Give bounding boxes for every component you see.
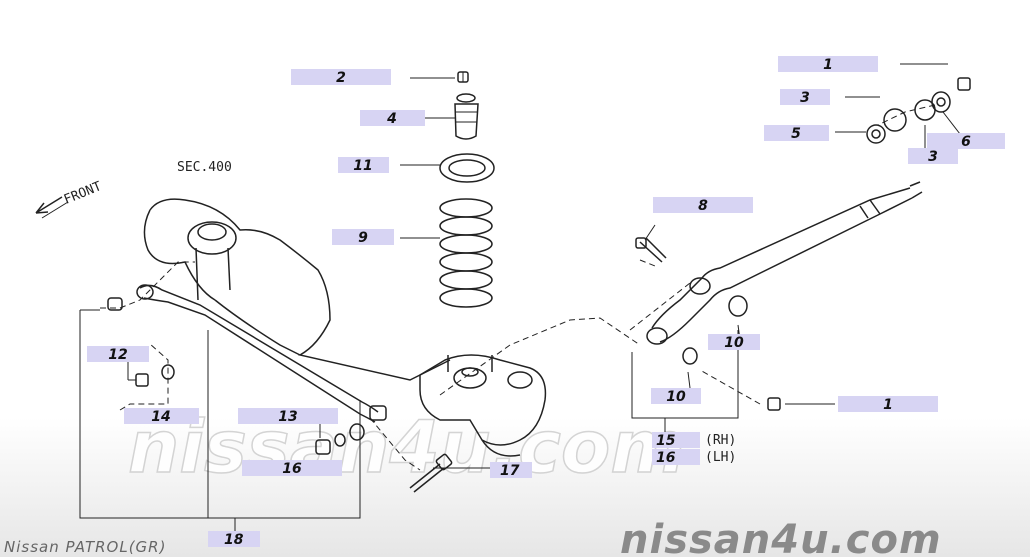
leader-lines [79,63,961,534]
callout-3-top: 3 [780,89,830,106]
svg-text:10: 10 [724,335,744,351]
svg-text:12: 12 [108,347,127,363]
svg-text:14: 14 [151,409,170,425]
callout-8: 8 [653,197,753,214]
callout-1-lower: 1 [838,396,938,413]
svg-text:9: 9 [358,230,368,246]
callout-11: 12 [87,346,149,363]
callout-6: 6 [927,133,1005,150]
svg-text:15: 15 [656,433,676,449]
svg-text:5: 5 [791,126,801,142]
axle-housing [143,198,547,457]
svg-text:8: 8 [698,198,708,214]
callout-1-top: 1 [778,56,878,73]
watermark-text: nissan4u.com [128,405,685,489]
callout-7: 11 [338,157,389,174]
svg-text:1: 1 [883,397,893,413]
svg-text:10: 10 [666,389,686,405]
bolt-17 [409,453,453,493]
stabilizer-bar [107,284,387,423]
callout-16: 16 [242,460,342,477]
svg-text:18: 18 [224,532,244,548]
svg-text:2: 2 [336,70,346,86]
small-fasteners [135,364,365,455]
callout-10-right: 10 [708,334,760,351]
callout-15: 16 [652,449,700,466]
rh-label: (RH) [705,433,736,448]
footer-model-label: Nissan PATROL(GR) [4,538,166,556]
lateral-rod [646,181,923,411]
svg-text:13: 13 [278,409,297,425]
lh-label: (LH) [705,450,736,465]
svg-text:6: 6 [961,134,971,150]
callout-5: 5 [764,125,829,142]
svg-text:3: 3 [928,149,938,165]
callouts: 2 4 11 9 1 3 5 6 3 8 10 10 1 12 14 13 16… [87,56,1005,548]
section-reference-label: SEC.400 [177,160,232,175]
svg-text:4: 4 [386,111,397,127]
coil-spring-9 [439,198,493,308]
footer-site-logo: nissan4u.com [620,517,942,557]
bump-stopper-4 [454,93,479,140]
svg-text:1: 1 [823,57,833,73]
callout-4: 4 [360,110,425,127]
callout-3-bottom: 3 [908,148,958,165]
callout-2: 2 [291,69,391,86]
callout-17: 17 [490,462,532,479]
svg-text:17: 17 [500,463,520,479]
svg-text:11: 11 [353,158,372,174]
bushings-3-5-6 [866,77,971,144]
callout-9: 9 [332,229,394,246]
callout-13: 14 [124,408,199,425]
spring-seat-7 [439,153,495,183]
svg-text:16: 16 [656,450,676,466]
callout-12: 13 [238,408,338,425]
callout-10-lower: 10 [651,388,701,405]
front-arrow-icon [35,196,63,214]
svg-text:16: 16 [282,461,302,477]
bolt-2 [457,71,469,83]
svg-text:3: 3 [800,90,810,106]
bolt-8 [635,237,667,263]
callout-18: 18 [208,531,260,548]
callout-14: 15 [652,432,700,449]
